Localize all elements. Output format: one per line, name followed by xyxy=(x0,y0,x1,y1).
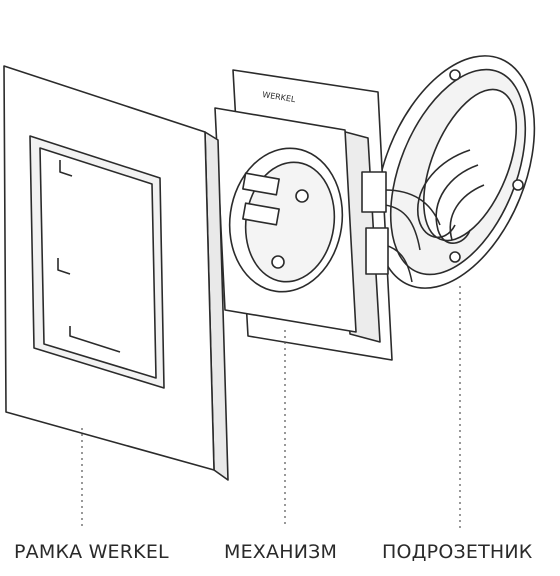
pin-hole-left xyxy=(271,255,285,269)
frame-latch-mid xyxy=(57,258,71,275)
terminal-block-top xyxy=(361,171,387,213)
frame-opening-lip xyxy=(39,147,157,379)
leader-lines xyxy=(81,286,461,528)
mounting-box-floor xyxy=(422,88,518,242)
socket-mechanism: WERKEL xyxy=(214,69,393,361)
mounting-box-cable-loop-2 xyxy=(435,164,479,244)
pin-hole-right xyxy=(295,189,309,203)
frame-latch-bottom xyxy=(69,326,121,353)
earth-clip-top xyxy=(242,172,280,196)
mounting-box-screw-top xyxy=(449,69,461,81)
earth-clip-bottom xyxy=(242,202,280,226)
frame-latch-top xyxy=(59,160,73,177)
mounting-box-screw-bottom xyxy=(449,251,461,263)
mounting-box-screw-right xyxy=(512,179,524,191)
connection-wires xyxy=(384,189,441,283)
label-frame: РАМКА WERKEL xyxy=(14,541,169,563)
mounting-box-cable-loop-1 xyxy=(417,149,471,239)
terminal-block-bottom xyxy=(365,227,389,275)
label-mechanism: МЕХАНИЗМ xyxy=(224,541,338,563)
frame xyxy=(3,65,229,481)
label-mounting-box: ПОДРОЗЕТНИК xyxy=(382,541,533,563)
mounting-box-cable-loop-3 xyxy=(449,184,485,241)
